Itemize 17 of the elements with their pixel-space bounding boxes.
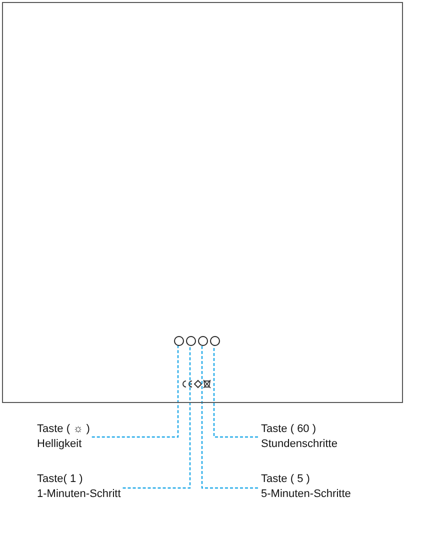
button-function: 1-Minuten-Schritt xyxy=(37,487,121,502)
device-back-panel xyxy=(2,2,403,403)
leader-line xyxy=(213,345,258,438)
button-function: 5-Minuten-Schritte xyxy=(261,487,351,502)
push-button xyxy=(174,336,184,346)
leader-line xyxy=(122,345,191,489)
button-function: Stundenschritte xyxy=(261,437,338,452)
button-name: Taste( 1 ) xyxy=(37,472,83,487)
button-name: Taste ( 5 ) xyxy=(261,472,310,487)
button-name: Taste ( 60 ) xyxy=(261,422,316,437)
leader-line xyxy=(201,345,258,489)
push-button xyxy=(210,336,220,346)
button-function: Helligkeit xyxy=(37,437,82,452)
button-name: Taste ( ☼ ) xyxy=(37,422,90,437)
leader-line xyxy=(92,345,179,438)
push-button xyxy=(198,336,208,346)
push-button xyxy=(186,336,196,346)
